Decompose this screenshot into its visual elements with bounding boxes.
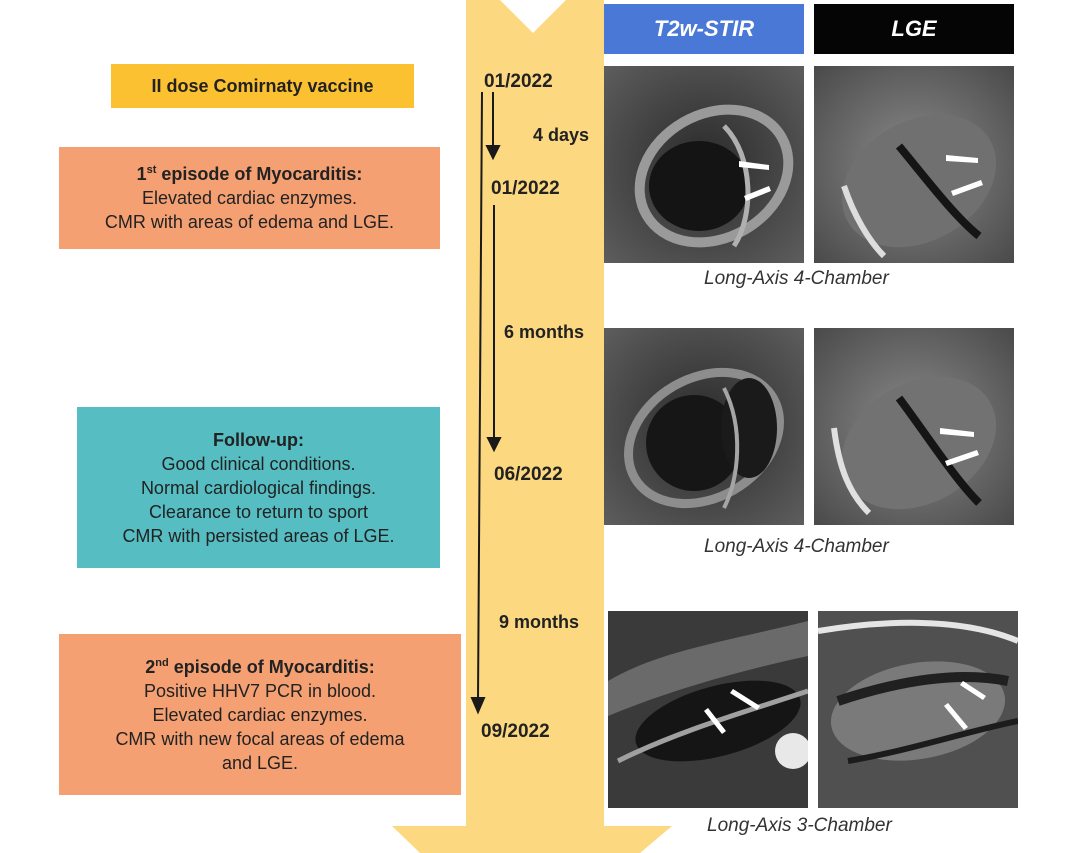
cmr-t2-row3-image <box>608 611 808 808</box>
vaccine-label: II dose Comirnaty vaccine <box>151 76 374 96</box>
episode1-line: Elevated cardiac enzymes. <box>141 188 358 208</box>
header-lge: LGE <box>814 4 1014 54</box>
episode2-line: and LGE. <box>221 752 299 773</box>
episode1-title: 1st episode of Myocarditis: <box>136 164 363 184</box>
cmr-t2-row3-drawing <box>608 611 808 808</box>
episode1-line: CMR with areas of edema and LGE. <box>104 212 395 232</box>
followup-box: Follow-up: Good clinical conditions. Nor… <box>77 407 440 568</box>
followup-title: Follow-up: <box>213 429 304 450</box>
timeline-interval: 4 days <box>533 125 590 145</box>
arrow-marker <box>739 161 769 170</box>
episode2-title: 2nd episode of Myocarditis: <box>145 656 375 677</box>
episode2-box: 2nd episode of Myocarditis: Positive HHV… <box>59 634 461 795</box>
arrow-4days-head <box>485 145 501 161</box>
arrow-6months-head <box>486 437 502 453</box>
timeline-interval: 6 months <box>504 322 585 342</box>
episode2-line: Positive HHV7 PCR in blood. <box>143 680 377 701</box>
cmr-lge-row1-image <box>814 66 1014 263</box>
header-t2w-stir-label: T2w-STIR <box>653 16 755 41</box>
arrow-marker <box>744 186 771 201</box>
timeline-date: 01/2022 <box>491 178 560 199</box>
episode2-line: CMR with new focal areas of edema <box>115 728 405 749</box>
followup-line: Good clinical conditions. <box>161 453 356 474</box>
timeline-date: 01/2022 <box>484 71 553 92</box>
cmr-lge-row2-drawing <box>814 328 1014 525</box>
caption-row2: Long-Axis 4-Chamber <box>704 536 889 557</box>
arrow-marker <box>945 450 979 466</box>
cmr-lge-row3-drawing <box>818 611 1018 808</box>
cmr-t2-row2-drawing <box>604 328 804 525</box>
header-lge-label: LGE <box>891 16 937 41</box>
cmr-lge-row2-image <box>814 328 1014 525</box>
arrow-marker <box>944 703 968 730</box>
cmr-lge-row3-image <box>818 611 1018 808</box>
cmr-t2-row2-image <box>604 328 804 525</box>
arrow-marker <box>951 180 983 196</box>
timeline-date: 09/2022 <box>481 721 550 742</box>
cmr-t2-row1-image <box>604 66 804 263</box>
cmr-lge-row1-drawing <box>814 66 1014 263</box>
episode1-box: 1st episode of Myocarditis: Elevated car… <box>59 147 440 249</box>
timeline-interval: 9 months <box>499 612 580 632</box>
header-t2w-stir: T2w-STIR <box>604 4 804 54</box>
episode2-line: Elevated cardiac enzymes. <box>152 704 368 725</box>
followup-line: Clearance to return to sport <box>148 501 369 522</box>
arrow-marker <box>960 681 986 700</box>
followup-line: CMR with persisted areas of LGE. <box>122 525 395 546</box>
vaccine-box: II dose Comirnaty vaccine <box>111 64 414 108</box>
caption-row1: Long-Axis 4-Chamber <box>704 268 889 289</box>
caption-row3: Long-Axis 3-Chamber <box>707 815 892 836</box>
arrow-main-head <box>470 697 486 715</box>
arrow-marker <box>946 155 978 163</box>
arrow-marker <box>940 428 974 437</box>
arrow-marker <box>704 708 726 734</box>
cmr-t2-row1-drawing <box>604 66 804 263</box>
arrow-marker <box>730 689 760 710</box>
timeline-date: 06/2022 <box>494 464 563 485</box>
arrow-main <box>477 91 483 701</box>
followup-line: Normal cardiological findings. <box>140 477 377 498</box>
